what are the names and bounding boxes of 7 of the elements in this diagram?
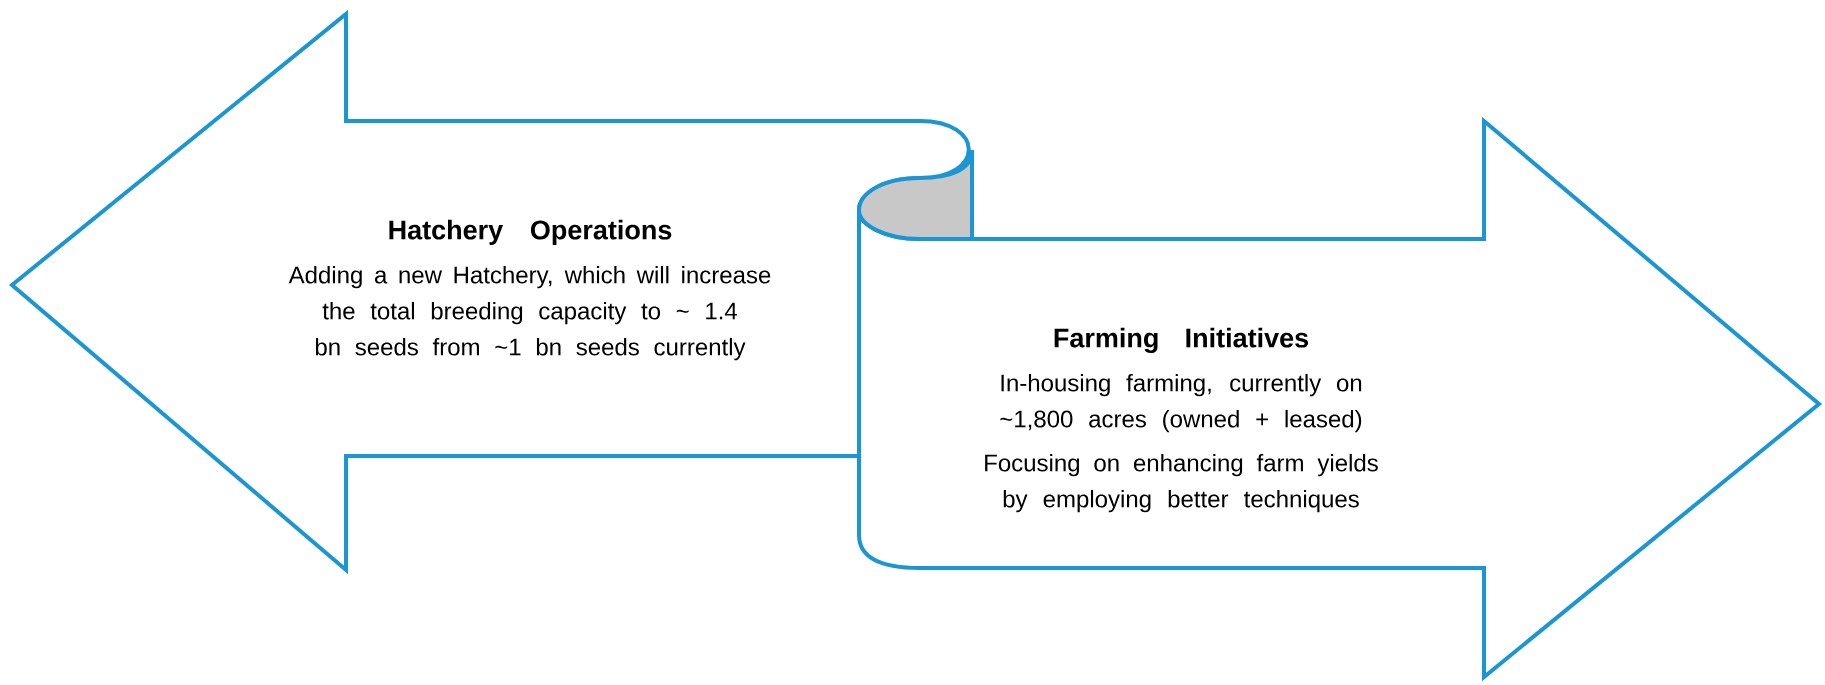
body-text: Adding a new Hatchery, which will increase the total breeding capacity to ~ 1.4 bn seeds from ~1 bn seeds currently (288, 265, 771, 361)
left-arrow (10, 12, 971, 572)
body-text: In-housing farming, currently on ~1,800 acres (owned + leased) (1000, 373, 1362, 433)
heading: Hatchery Operations (389, 219, 672, 245)
heading: Farming Initiatives (1054, 327, 1309, 353)
right-arrow (857, 119, 1821, 679)
body-text: Focusing on enhancing farm yields by employing better techniques (985, 453, 1378, 513)
